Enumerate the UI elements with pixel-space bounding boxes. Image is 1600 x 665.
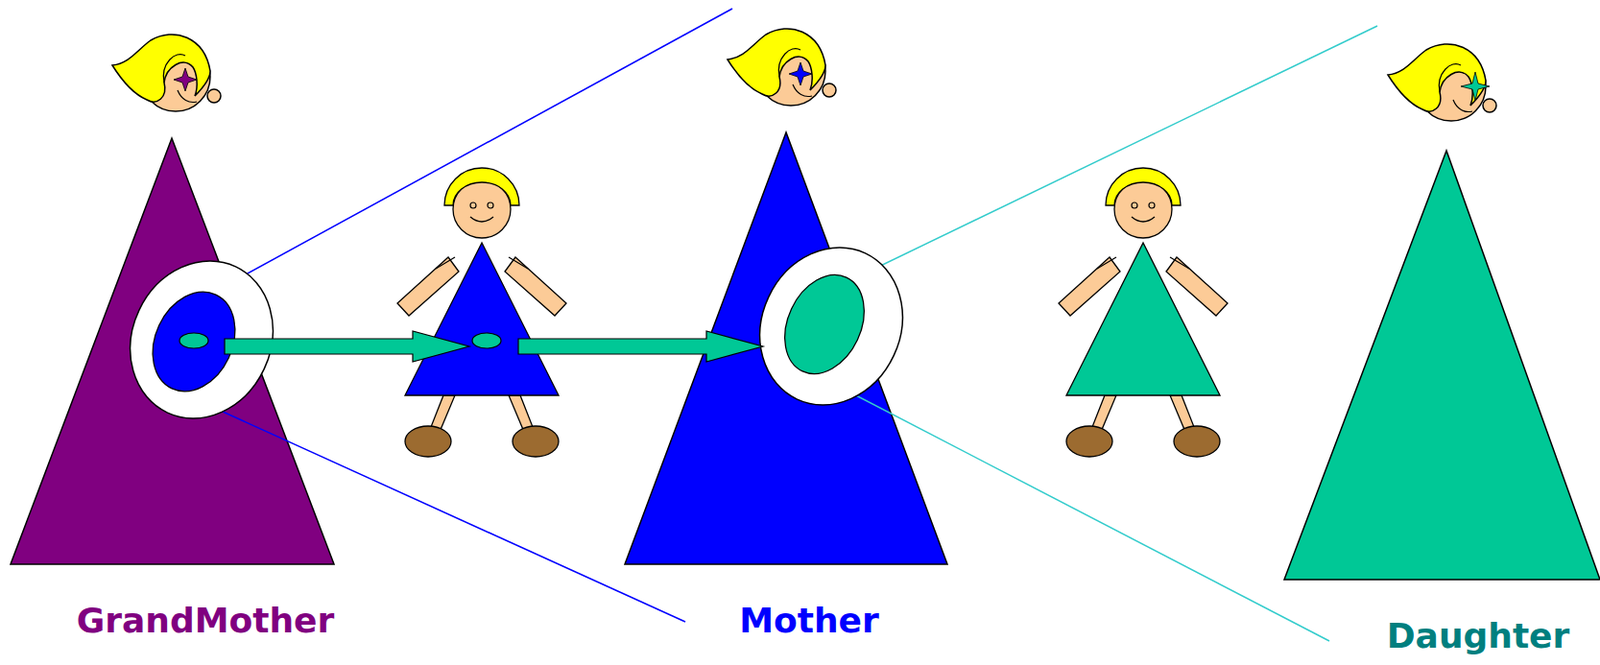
zoom-line xyxy=(824,379,1330,642)
girl-figure xyxy=(1058,167,1228,457)
figure-name: GrandMother xyxy=(76,600,335,642)
daughter-body xyxy=(1284,150,1600,580)
figure-name: Mother xyxy=(739,600,880,642)
figure-name: Daughter xyxy=(1386,616,1571,657)
egg xyxy=(769,262,881,387)
inheritance-arrow xyxy=(518,331,764,362)
mother-head xyxy=(727,28,836,106)
girl-figure xyxy=(397,167,567,457)
zoom-line xyxy=(224,8,733,287)
daughter-head xyxy=(1387,44,1497,121)
egg-cell xyxy=(179,333,209,349)
inheritance-arrow xyxy=(224,331,470,362)
womb xyxy=(734,223,929,429)
zoom-line xyxy=(870,25,1378,271)
grandmother-head xyxy=(112,34,221,112)
